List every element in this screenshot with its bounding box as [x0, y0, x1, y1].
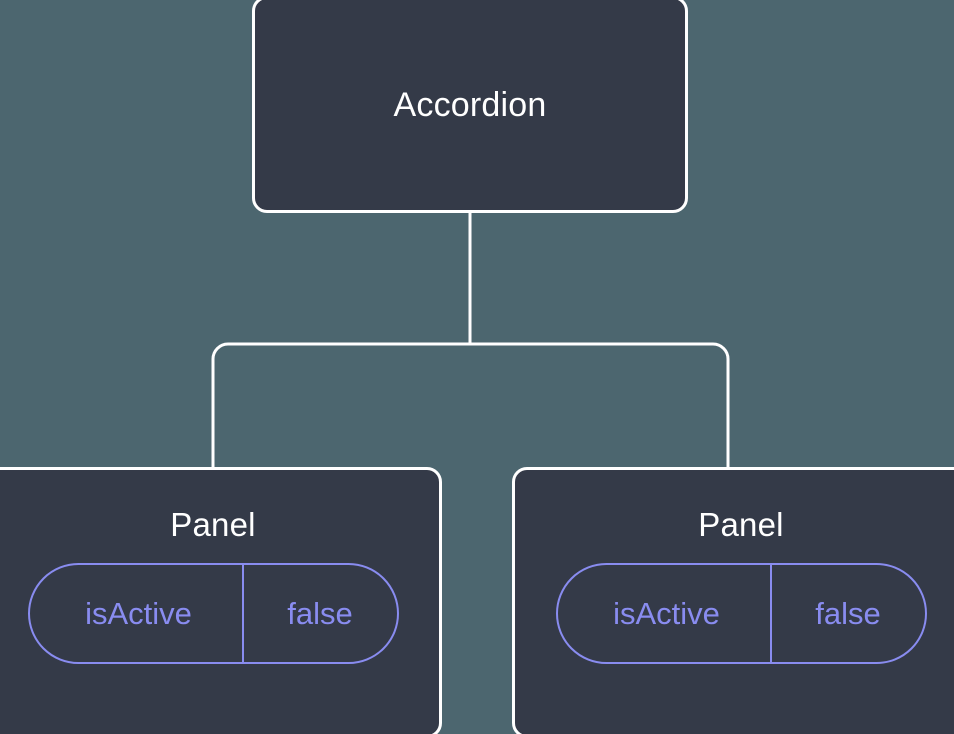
- prop-badge-isactive-2[interactable]: isActive false: [555, 563, 927, 664]
- node-accordion-label: Accordion: [393, 85, 547, 124]
- prop-badge-isactive-1[interactable]: isActive false: [27, 563, 399, 664]
- edge-branch-left: [211, 342, 470, 468]
- node-panel-2-label: Panel: [698, 506, 784, 543]
- node-accordion[interactable]: Accordion: [252, 0, 688, 213]
- prop-value: false: [815, 596, 881, 631]
- prop-key: isActive: [30, 565, 244, 662]
- prop-key: isActive: [558, 565, 772, 662]
- node-panel-1[interactable]: Panel isActive false: [0, 467, 442, 734]
- node-panel-1-label: Panel: [170, 506, 256, 543]
- node-panel-2[interactable]: Panel isActive false: [512, 467, 954, 734]
- prop-value: false: [287, 596, 353, 631]
- edge-branch-right: [470, 342, 730, 468]
